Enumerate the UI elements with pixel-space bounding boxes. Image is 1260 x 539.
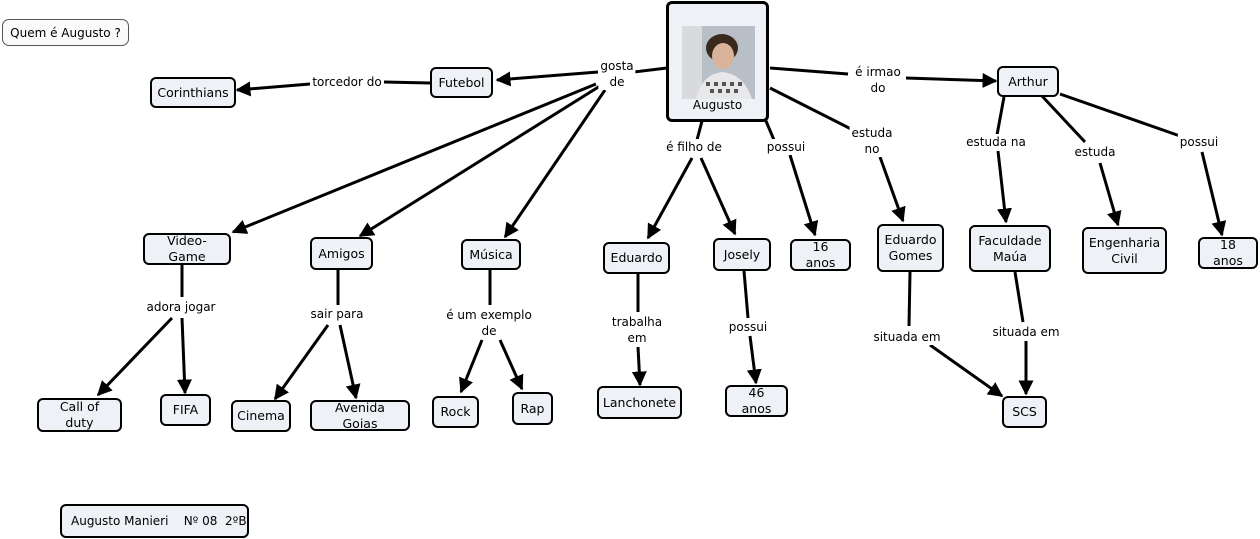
central-node-label: Augusto <box>692 98 743 112</box>
edge-estuda-engenharia <box>1098 162 1122 227</box>
edge-gosta-futebol <box>495 70 599 87</box>
author-footer: Augusto Manieri Nº 08 2ºB <box>60 504 249 538</box>
edge-exemplo-rock <box>459 339 484 394</box>
node-faculdade-maua[interactable]: Faculdade Maúa <box>969 225 1051 272</box>
person-photo-icon <box>682 26 755 99</box>
edge-irmao-arthur <box>905 73 998 89</box>
edge-filho-josely <box>699 157 737 236</box>
edge-trabalha-lanchonete <box>631 346 647 387</box>
node-16-anos[interactable]: 16 anos <box>790 239 851 271</box>
edge-fac-situada <box>1013 271 1025 323</box>
node-rap[interactable]: Rap <box>512 392 553 425</box>
link-label-adora-jogar: adora jogar <box>144 299 218 315</box>
link-label-gosta-de: gosta de <box>598 58 636 90</box>
edge-adora-fifa <box>176 317 192 395</box>
edge-augusto-estuda <box>769 86 856 133</box>
link-label-e-um-exemplo-de: é um exemplo de <box>444 307 534 339</box>
edge-augusto-filho <box>695 120 704 141</box>
edge-josely-possui <box>742 270 750 319</box>
link-label-situada-em-2: situada em <box>990 324 1062 340</box>
link-label-situada-em-1: situada em <box>871 329 943 345</box>
node-cinema[interactable]: Cinema <box>231 400 291 432</box>
edge-possui-16 <box>788 154 819 237</box>
edge-estudano-eg <box>878 156 906 223</box>
node-video-game[interactable]: Video-Game <box>143 233 231 265</box>
edge-arthur-estudana <box>995 96 1006 136</box>
edge-gosta-amigos <box>358 84 601 238</box>
node-call-of-duty[interactable]: Call of duty <box>37 398 122 432</box>
link-label-e-filho-de: é filho de <box>664 139 724 155</box>
edge-torcedor-corinthians <box>235 81 311 97</box>
link-label-trabalha-em: trabalha em <box>609 314 665 346</box>
link-label-possui-18: possui <box>1177 134 1221 150</box>
edge-augusto-gosta <box>633 66 668 74</box>
node-eduardo-gomes[interactable]: Eduardo Gomes <box>877 224 944 272</box>
node-avenida-goias[interactable]: Avenida Goias <box>310 400 410 431</box>
node-amigos[interactable]: Amigos <box>310 237 373 270</box>
central-node-augusto[interactable]: Augusto <box>666 1 769 122</box>
edge-situada-scs-1 <box>929 343 1004 398</box>
edge-exemplo-rap <box>498 339 524 391</box>
link-label-sair-para: sair para <box>308 306 366 322</box>
edge-gosta-videogame <box>231 82 597 234</box>
link-label-torcedor-do: torcedor do <box>310 74 384 90</box>
edge-possui-18 <box>1200 151 1227 237</box>
edge-sair-cinema <box>273 324 330 401</box>
node-scs[interactable]: SCS <box>1002 396 1047 428</box>
person-photo <box>682 26 755 99</box>
edge-possui-46 <box>746 335 762 385</box>
link-label-estuda-na: estuda na <box>964 134 1028 150</box>
edge-augusto-possui <box>764 120 776 141</box>
node-18-anos[interactable]: 18 anos <box>1198 237 1258 269</box>
link-label-estuda: estuda <box>1072 144 1118 160</box>
link-label-estuda-no: estuda no <box>849 125 895 157</box>
node-josely[interactable]: Josely <box>713 238 771 271</box>
link-label-possui-16: possui <box>764 139 808 155</box>
edge-filho-eduardo <box>646 157 694 240</box>
node-rock[interactable]: Rock <box>432 396 479 428</box>
edge-futebol-torcedor <box>383 80 431 85</box>
link-label-e-irmao-do: é irmao do <box>853 64 903 96</box>
node-fifa[interactable]: FIFA <box>160 394 211 426</box>
edge-arthur-possui <box>1059 92 1181 138</box>
link-label-possui-46: possui <box>726 319 770 335</box>
node-corinthians[interactable]: Corinthians <box>150 77 236 108</box>
edge-adora-cod <box>96 316 174 397</box>
node-musica[interactable]: Música <box>461 239 521 270</box>
map-title-box: Quem é Augusto ? <box>2 19 129 46</box>
edge-eg-situada <box>907 271 912 327</box>
node-arthur[interactable]: Arthur <box>997 66 1059 97</box>
node-engenharia-civil[interactable]: Engenharia Civil <box>1082 227 1167 274</box>
edge-gosta-musica <box>503 89 607 239</box>
edge-sair-avenida <box>338 324 361 400</box>
edge-estudana-faculdade <box>996 150 1012 224</box>
edge-augusto-irmao <box>769 66 849 76</box>
node-46-anos[interactable]: 46 anos <box>725 385 788 417</box>
node-futebol[interactable]: Futebol <box>430 67 493 98</box>
edge-arthur-estuda <box>1040 94 1087 144</box>
node-lanchonete[interactable]: Lanchonete <box>597 386 682 419</box>
node-eduardo[interactable]: Eduardo <box>603 242 670 274</box>
